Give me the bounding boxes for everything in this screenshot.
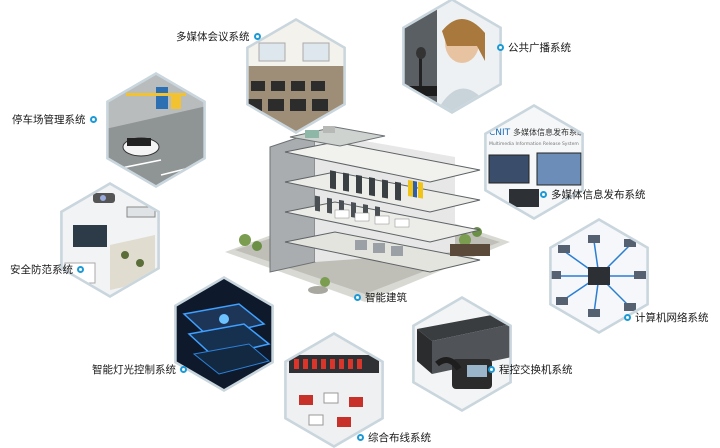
cabling-label: 综合布线系统 (357, 430, 431, 445)
bullet-icon (77, 266, 84, 273)
security-hex (60, 182, 160, 298)
bullet-icon (180, 366, 187, 373)
lighting-hex (174, 276, 274, 392)
info-hex: CNIT 多媒体信息发布系统 Multimedia Information Re… (484, 104, 585, 220)
info-title: 多媒体信息发布系统 (513, 127, 585, 137)
bullet-icon (497, 44, 504, 51)
bullet-icon (357, 434, 364, 441)
parking-label: 停车场管理系统 (12, 112, 97, 127)
info-subtitle: Multimedia Information Release System (489, 141, 579, 147)
center-label: 智能建筑 (354, 290, 407, 305)
cabling-hex (284, 332, 384, 448)
parking-label-text: 停车场管理系统 (12, 114, 86, 126)
bullet-icon (253, 33, 261, 40)
info-brand: CNIT (489, 128, 511, 138)
bullet-icon (624, 314, 631, 321)
info-label: 多媒体信息发布系统 (540, 187, 646, 202)
network-label-text: 计算机网络系统 (635, 312, 709, 324)
pa-label-text: 公共广播系统 (508, 42, 571, 54)
lighting-control-image (176, 279, 272, 389)
network-label: 计算机网络系统 (624, 310, 709, 325)
network-topology-image (551, 221, 647, 331)
bullet-icon (488, 366, 495, 373)
smart-building-illustration (215, 112, 515, 307)
bullet-icon (89, 116, 97, 123)
pbx-hex (412, 296, 512, 412)
pbx-label: 程控交换机系统 (488, 362, 573, 377)
lighting-label: 智能灯光控制系统 (92, 362, 187, 377)
microphone-speaker-image (404, 1, 500, 111)
conference-label-text: 多媒体会议系统 (176, 31, 250, 43)
bullet-icon (540, 191, 547, 198)
patch-panel-image (286, 335, 382, 445)
security-label-text: 安全防范系统 (10, 264, 73, 276)
bullet-icon (354, 294, 361, 301)
conference-label: 多媒体会议系统 (176, 29, 261, 44)
cctv-camera-image (62, 185, 158, 295)
cabling-label-text: 综合布线系统 (368, 432, 431, 444)
parking-hex (106, 72, 206, 188)
parking-gate-image (108, 75, 204, 185)
security-label: 安全防范系统 (10, 262, 84, 277)
pa-hex (402, 0, 502, 114)
center-label-text: 智能建筑 (365, 292, 407, 304)
pa-label: 公共广播系统 (497, 40, 571, 55)
info-label-text: 多媒体信息发布系统 (551, 189, 646, 201)
pbx-label-text: 程控交换机系统 (499, 364, 573, 376)
phone-switch-image (414, 299, 510, 409)
lighting-label-text: 智能灯光控制系统 (92, 364, 176, 376)
